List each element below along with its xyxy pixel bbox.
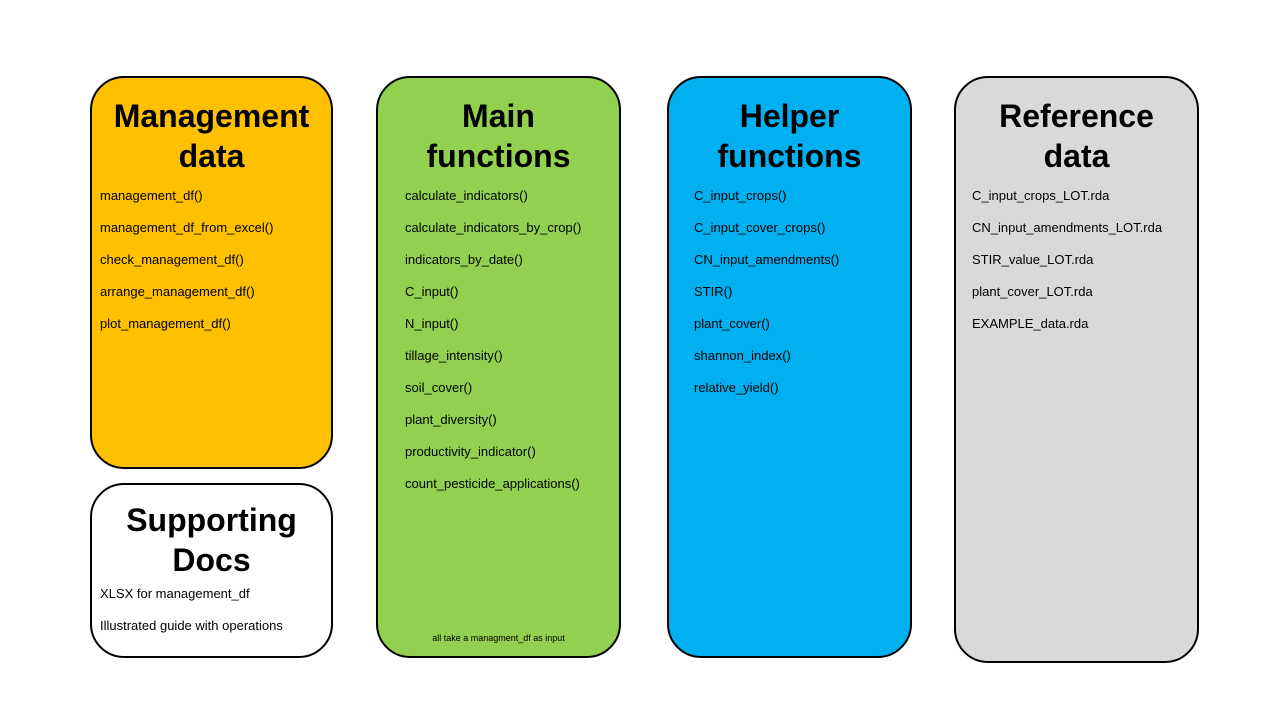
reference-item-c-input-crops-lot: C_input_crops_LOT.rda	[972, 188, 1110, 203]
supporting-docs-card: Supporting Docs XLSX for management_df I…	[90, 483, 333, 658]
helper-functions-card: Helper functions C_input_crops() C_input…	[667, 76, 912, 658]
main-functions-title-line2: functions	[426, 138, 571, 174]
supporting-item-xlsx: XLSX for management_df	[100, 586, 250, 601]
management-data-title-line2: data	[178, 138, 245, 174]
main-functions-title-line1: Main	[462, 98, 535, 134]
reference-data-title: Reference data	[956, 96, 1197, 176]
main-item-plant-diversity: plant_diversity()	[405, 412, 497, 427]
helper-item-c-input-crops: C_input_crops()	[694, 188, 787, 203]
helper-functions-title-line1: Helper	[739, 98, 840, 134]
reference-item-stir-value-lot: STIR_value_LOT.rda	[972, 252, 1094, 267]
main-functions-card: Main functions calculate_indicators() ca…	[376, 76, 621, 658]
management-data-card: Management data management_df() manageme…	[90, 76, 333, 469]
helper-item-shannon-index: shannon_index()	[694, 348, 791, 363]
management-item-arrange-management-df: arrange_management_df()	[100, 284, 255, 299]
management-data-title: Management data	[92, 96, 331, 176]
main-item-c-input: C_input()	[405, 284, 459, 299]
reference-data-title-line2: data	[1043, 138, 1110, 174]
helper-item-stir: STIR()	[694, 284, 733, 299]
supporting-item-illustrated-guide: Illustrated guide with operations	[100, 618, 283, 633]
main-item-calculate-indicators: calculate_indicators()	[405, 188, 528, 203]
main-functions-footnote: all take a managment_df as input	[432, 633, 565, 643]
main-item-soil-cover: soil_cover()	[405, 380, 473, 395]
supporting-docs-title-line1: Supporting	[126, 502, 297, 538]
reference-item-example-data: EXAMPLE_data.rda	[972, 316, 1089, 331]
main-item-tillage-intensity: tillage_intensity()	[405, 348, 503, 363]
reference-item-cn-input-amendments-lot: CN_input_amendments_LOT.rda	[972, 220, 1163, 235]
main-item-indicators-by-date: indicators_by_date()	[405, 252, 523, 267]
helper-functions-title-line2: functions	[717, 138, 862, 174]
management-item-management-df-from-excel: management_df_from_excel()	[100, 220, 274, 235]
main-item-n-input: N_input()	[405, 316, 459, 331]
main-item-productivity-indicator: productivity_indicator()	[405, 444, 536, 459]
helper-item-c-input-cover-crops: C_input_cover_crops()	[694, 220, 826, 235]
main-item-count-pesticide-applications: count_pesticide_applications()	[405, 476, 580, 491]
helper-item-cn-input-amendments: CN_input_amendments()	[694, 252, 840, 267]
reference-data-card: Reference data C_input_crops_LOT.rda CN_…	[954, 76, 1199, 663]
reference-data-title-line1: Reference	[999, 98, 1154, 134]
management-item-plot-management-df: plot_management_df()	[100, 316, 231, 331]
main-functions-title: Main functions	[378, 96, 619, 176]
management-data-title-line1: Management	[113, 98, 310, 134]
supporting-docs-title-line2: Docs	[172, 542, 251, 578]
helper-functions-title: Helper functions	[669, 96, 910, 176]
management-item-management-df: management_df()	[100, 188, 203, 203]
helper-item-plant-cover: plant_cover()	[694, 316, 770, 331]
management-item-check-management-df: check_management_df()	[100, 252, 244, 267]
main-item-calculate-indicators-by-crop: calculate_indicators_by_crop()	[405, 220, 582, 235]
reference-item-plant-cover-lot: plant_cover_LOT.rda	[972, 284, 1093, 299]
helper-item-relative-yield: relative_yield()	[694, 380, 779, 395]
supporting-docs-title: Supporting Docs	[92, 500, 331, 580]
